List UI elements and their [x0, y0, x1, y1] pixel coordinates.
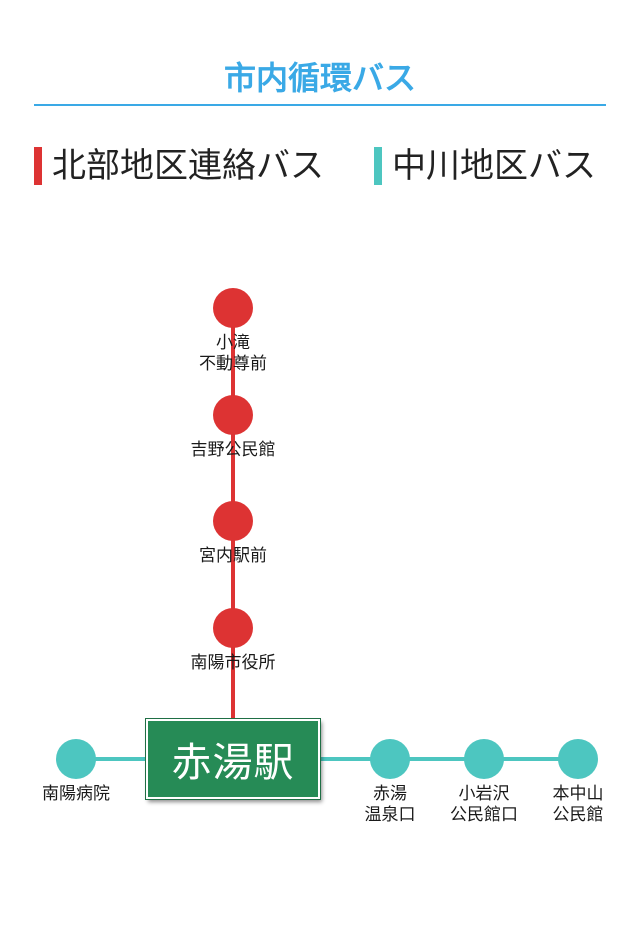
north-stop-3-label: 宮内駅前: [199, 546, 267, 566]
north-stop-3-marker[interactable]: [213, 501, 253, 541]
hub-station-akayu[interactable]: 赤湯駅: [146, 719, 320, 799]
north-stop-1-label: 小滝 不動尊前: [199, 333, 267, 374]
legend-north-swatch: [34, 147, 42, 185]
legend-north-label: 北部地区連絡バス: [52, 146, 324, 186]
nakagawa-stop-3-marker[interactable]: [464, 739, 504, 779]
nakagawa-stop-2-label: 赤湯 温泉口: [364, 784, 416, 825]
north-stop-4-marker[interactable]: [213, 608, 253, 648]
nakagawa-stop-1-label: 南陽病院: [42, 784, 110, 804]
north-stop-1-marker[interactable]: [213, 288, 253, 328]
nakagawa-stop-4-marker[interactable]: [558, 739, 598, 779]
nakagawa-stop-1-marker[interactable]: [56, 739, 96, 779]
north-stop-2-label: 吉野公民館: [190, 440, 276, 460]
north-stop-2-marker[interactable]: [213, 395, 253, 435]
title-underline: [34, 104, 606, 106]
hub-station-label: 赤湯駅: [171, 740, 295, 786]
legend-nakagawa-line: 中川地区バス: [374, 146, 596, 186]
legend-nakagawa-swatch: [374, 147, 382, 185]
nakagawa-stop-4-label: 本中山 公民館: [552, 784, 604, 825]
legend-north-line: 北部地区連絡バス: [34, 146, 324, 186]
nakagawa-stop-3-label: 小岩沢 公民館口: [450, 784, 518, 825]
legend-nakagawa-label: 中川地区バス: [392, 146, 596, 186]
page-title: 市内循環バス: [223, 59, 416, 97]
north-stop-4-label: 南陽市役所: [190, 653, 276, 673]
nakagawa-stop-2-marker[interactable]: [370, 739, 410, 779]
